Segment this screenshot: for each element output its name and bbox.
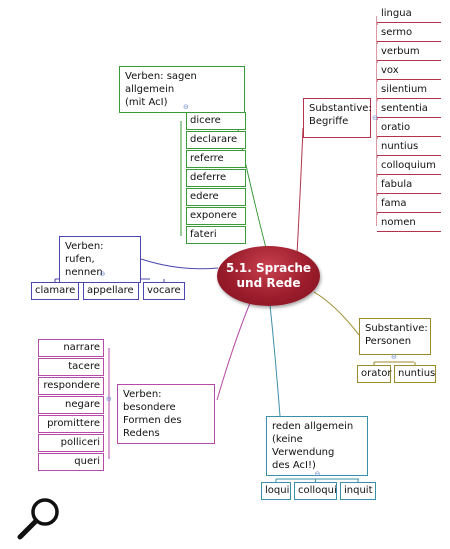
rufen-collapse-icon[interactable]: ⊖ bbox=[99, 270, 106, 278]
sagen-leaf-label: deferre bbox=[190, 172, 227, 183]
begriffe-leaf-label: lingua bbox=[381, 8, 412, 19]
begriffe-leaf-label: vox bbox=[381, 65, 399, 76]
sagen-leaf-label: referre bbox=[190, 153, 224, 164]
besondere-connector bbox=[216, 302, 251, 401]
besondere-collapse-icon[interactable]: ⊖ bbox=[106, 395, 112, 403]
personen-leaf[interactable]: orator bbox=[357, 365, 392, 383]
personen-leaf-label: orator bbox=[361, 368, 392, 379]
reden-leaf-label: loqui bbox=[265, 485, 290, 496]
begriffe-leaf[interactable]: verbum bbox=[377, 44, 441, 61]
begriffe-leaf-label: sermo bbox=[381, 27, 413, 38]
sagen-leaf-label: declarare bbox=[190, 134, 238, 145]
rufen-leaf-label: vocare bbox=[147, 285, 181, 296]
sagen-leaf[interactable]: deferre bbox=[186, 169, 246, 187]
besondere-leaf[interactable]: queri bbox=[38, 453, 104, 471]
begriffe-leaf[interactable]: sententia bbox=[377, 101, 441, 118]
personen-collapse-icon[interactable]: ⊖ bbox=[391, 353, 397, 361]
reden-connector bbox=[269, 304, 281, 417]
besondere-leaf-label: respondere bbox=[43, 380, 100, 391]
begriffe-leaf[interactable]: lingua bbox=[377, 6, 441, 23]
sagen-leaf[interactable]: exponere bbox=[186, 207, 246, 225]
magnifier-icon[interactable] bbox=[14, 494, 64, 544]
sagen-topic-label: Verben: sagen allgemein (mit AcI) bbox=[125, 71, 197, 108]
begriffe-leaf-label: sententia bbox=[381, 103, 428, 114]
sagen-leaf-label: exponere bbox=[190, 210, 237, 221]
begriffe-leaf-label: colloquium bbox=[381, 160, 436, 171]
begriffe-leaf-label: nomen bbox=[381, 217, 416, 228]
reden-collapse-icon[interactable]: ⊖ bbox=[314, 470, 321, 478]
rufen-leaf-label: appellare bbox=[87, 285, 134, 296]
besondere-leaf-label: promittere bbox=[47, 418, 100, 429]
central-topic[interactable]: 5.1. Sprache und Rede bbox=[217, 246, 320, 306]
central-topic-label: 5.1. Sprache und Rede bbox=[225, 261, 312, 290]
besondere-leaf[interactable]: promittere bbox=[38, 415, 104, 433]
personen-leaf-label: nuntius bbox=[398, 368, 436, 379]
besondere-leaf[interactable]: respondere bbox=[38, 377, 104, 395]
begriffe-leaf-label: fama bbox=[381, 198, 407, 209]
begriffe-leaf-label: silentium bbox=[381, 84, 428, 95]
begriffe-leaf[interactable]: vox bbox=[377, 63, 441, 80]
sagen-leaf-label: dicere bbox=[190, 115, 221, 126]
besondere-leaf-label: queri bbox=[74, 456, 100, 467]
reden-topic[interactable]: reden allgemein (keine Verwendung des Ac… bbox=[266, 416, 368, 476]
begriffe-leaf[interactable]: oratio bbox=[377, 120, 441, 137]
reden-leaf[interactable]: colloqui bbox=[294, 482, 337, 500]
sagen-topic[interactable]: Verben: sagen allgemein (mit AcI) bbox=[119, 66, 245, 113]
rufen-leaf-label: clamare bbox=[35, 285, 76, 296]
reden-leaf[interactable]: inquit bbox=[340, 482, 376, 500]
personen-topic[interactable]: Substantive: Personen bbox=[359, 318, 431, 355]
rufen-leaf[interactable]: vocare bbox=[143, 282, 185, 300]
besondere-topic[interactable]: Verben: besondere Formen des Redens bbox=[117, 384, 215, 444]
begriffe-leaf-label: nuntius bbox=[381, 141, 419, 152]
besondere-leaf-label: narrare bbox=[63, 342, 100, 353]
sagen-leaf-label: edere bbox=[190, 191, 219, 202]
sagen-leaf[interactable]: dicere bbox=[186, 112, 246, 130]
begriffe-leaf[interactable]: silentium bbox=[377, 82, 441, 99]
begriffe-leaf[interactable]: fama bbox=[377, 196, 441, 213]
reden-topic-label: reden allgemein (keine Verwendung des Ac… bbox=[272, 421, 354, 471]
begriffe-leaf-label: oratio bbox=[381, 122, 411, 133]
rufen-topic[interactable]: Verben: rufen, nennen bbox=[59, 236, 141, 283]
begriffe-leaf-label: verbum bbox=[381, 46, 420, 57]
begriffe-topic[interactable]: Substantive: Begriffe bbox=[303, 98, 372, 138]
sagen-leaf[interactable]: edere bbox=[186, 188, 246, 206]
rufen-leaf[interactable]: appellare bbox=[83, 282, 139, 300]
besondere-topic-label: Verben: besondere Formen des Redens bbox=[123, 389, 182, 439]
sagen-leaf[interactable]: referre bbox=[186, 150, 246, 168]
begriffe-connector bbox=[296, 127, 304, 255]
besondere-leaf-label: negare bbox=[64, 399, 100, 410]
begriffe-leaf[interactable]: fabula bbox=[377, 177, 441, 194]
reden-leaf-label: inquit bbox=[344, 485, 373, 496]
begriffe-leaf[interactable]: sermo bbox=[377, 25, 441, 42]
rufen-topic-label: Verben: rufen, nennen bbox=[65, 241, 104, 278]
begriffe-leaf[interactable]: nuntius bbox=[377, 139, 441, 156]
personen-leaf[interactable]: nuntius bbox=[394, 365, 436, 383]
personen-topic-label: Substantive: Personen bbox=[365, 323, 428, 347]
begriffe-leaf[interactable]: colloquium bbox=[377, 158, 441, 175]
reden-leaf[interactable]: loqui bbox=[261, 482, 291, 500]
sagen-leaf[interactable]: fateri bbox=[186, 226, 246, 244]
rufen-leaf[interactable]: clamare bbox=[31, 282, 79, 300]
besondere-leaf-label: tacere bbox=[68, 361, 100, 372]
besondere-leaf[interactable]: polliceri bbox=[38, 434, 104, 452]
besondere-leaf[interactable]: narrare bbox=[38, 339, 104, 357]
begriffe-collapse-icon[interactable]: ⊖ bbox=[372, 114, 378, 122]
rufen-connector bbox=[140, 258, 219, 270]
sagen-collapse-icon[interactable]: ⊖ bbox=[183, 103, 189, 111]
begriffe-topic-label: Substantive: Begriffe bbox=[309, 103, 372, 127]
reden-leaf-label: colloqui bbox=[298, 485, 337, 496]
besondere-leaf-label: polliceri bbox=[60, 437, 100, 448]
besondere-leaf[interactable]: negare bbox=[38, 396, 104, 414]
sagen-leaf[interactable]: declarare bbox=[186, 131, 246, 149]
sagen-leaf-label: fateri bbox=[190, 229, 217, 240]
personen-connector bbox=[313, 291, 360, 336]
begriffe-leaf[interactable]: nomen bbox=[377, 215, 441, 232]
begriffe-leaf-label: fabula bbox=[381, 179, 413, 190]
besondere-leaf[interactable]: tacere bbox=[38, 358, 104, 376]
